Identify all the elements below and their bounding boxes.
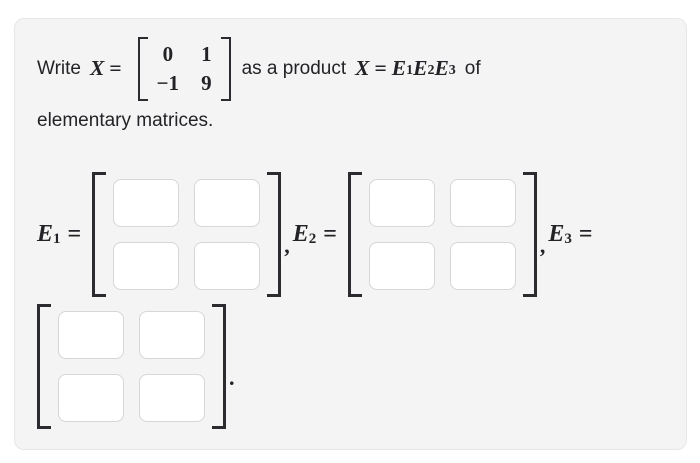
matrix-e2-input-r2c2[interactable] <box>449 241 516 290</box>
right-bracket <box>267 171 282 297</box>
matrix-e3 <box>37 303 226 429</box>
matrix-e1-grid <box>111 172 262 297</box>
period-terminator: . <box>229 365 235 391</box>
matrix-e1-input-r2c2[interactable] <box>194 241 261 290</box>
matrix-x-r2c1: −1 <box>156 70 180 95</box>
matrix-e2 <box>347 171 537 297</box>
left-bracket <box>137 37 148 101</box>
matrix-x-r2c2: 9 <box>201 70 212 95</box>
left-bracket <box>92 171 107 297</box>
matrix-x-display: 0 1 −1 9 <box>137 37 231 101</box>
matrix-e2-input-r2c1[interactable] <box>368 241 435 290</box>
problem-text-before: Write <box>37 57 81 79</box>
matrix-x-r1c2: 1 <box>201 42 212 66</box>
matrix-e1-input-r1c1[interactable] <box>113 178 180 227</box>
matrix-e3-input-r2c2[interactable] <box>139 373 205 422</box>
matrix-e3-input-r1c1[interactable] <box>58 310 124 359</box>
right-bracket <box>212 303 226 429</box>
matrix-e1 <box>92 171 282 297</box>
problem-text-after: of <box>464 57 481 79</box>
matrix-e1-input-r2c1[interactable] <box>113 241 180 290</box>
left-bracket <box>347 171 362 297</box>
problem-statement-line-2: elementary matrices. <box>37 109 214 131</box>
matrix-e3-grid <box>56 304 207 429</box>
matrix-e3-input-r1c2[interactable] <box>139 310 205 359</box>
comma-separator: , <box>284 233 290 259</box>
matrix-e3-input-r2c1[interactable] <box>58 373 124 422</box>
matrix-e2-input-r1c1[interactable] <box>368 178 435 227</box>
matrix-e1-input-r1c2[interactable] <box>194 178 261 227</box>
matrix-e2-input-r1c2[interactable] <box>449 178 516 227</box>
right-bracket <box>220 37 231 101</box>
problem-text-middle: as a product <box>241 57 347 79</box>
right-bracket <box>522 171 537 297</box>
x-equals-expression: X= <box>89 56 122 81</box>
comma-separator: , <box>539 233 546 259</box>
matrix-x-values: 0 1 −1 9 <box>148 37 221 101</box>
matrix-x-r1c1: 0 <box>162 42 174 66</box>
matrix-e2-grid <box>367 172 518 297</box>
left-bracket <box>37 303 51 429</box>
